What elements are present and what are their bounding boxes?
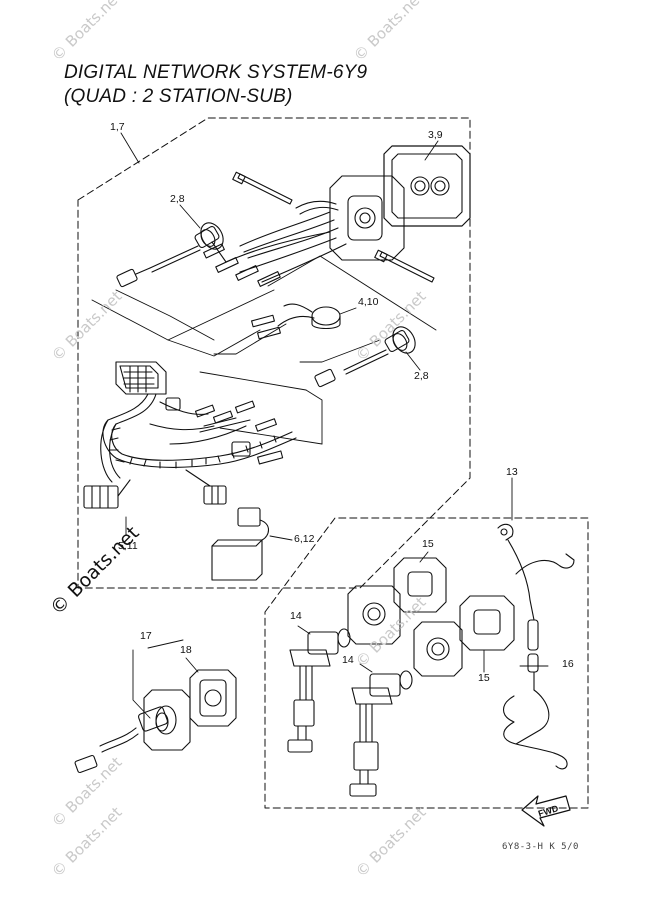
connector-2-8-upper xyxy=(116,222,224,288)
callout-15-lower: 15 xyxy=(478,672,490,684)
callout-4-10: 4,10 xyxy=(358,296,379,308)
module-6-12 xyxy=(211,507,270,581)
callout-13: 13 xyxy=(506,466,518,478)
callout-2-8-lower: 2,8 xyxy=(414,370,429,382)
sensor-4-10 xyxy=(251,303,341,340)
callout-17: 17 xyxy=(140,630,152,642)
switch-14-upper xyxy=(287,628,351,753)
callout-18: 18 xyxy=(180,644,192,656)
callout-14-lower: 14 xyxy=(342,654,354,666)
leader-lines xyxy=(120,132,549,719)
cable-ties xyxy=(232,171,435,283)
main-harness xyxy=(83,361,297,509)
callout-2-8-upper: 2,8 xyxy=(170,193,185,205)
lanyard-13-16 xyxy=(497,523,575,770)
connector-2-8-lower xyxy=(314,326,416,388)
harness-group-outline xyxy=(77,117,471,589)
callout-15-upper: 15 xyxy=(422,538,434,550)
diagram-title: DIGITAL NETWORK SYSTEM-6Y9 xyxy=(64,62,368,83)
callout-3-9: 3,9 xyxy=(428,129,443,141)
plate-15-lower xyxy=(459,595,515,651)
adapter-plates xyxy=(347,585,463,677)
plate-18 xyxy=(189,669,237,727)
panel-frame-3-9 xyxy=(383,145,471,227)
plate-15-upper xyxy=(393,557,447,613)
callout-6-12: 6,12 xyxy=(294,533,315,545)
junction-plate xyxy=(329,175,405,261)
diagram-code: 6Y8-3-H K 5/0 xyxy=(502,842,579,852)
callout-16: 16 xyxy=(562,658,574,670)
switch-17 xyxy=(74,689,191,774)
callout-14-upper: 14 xyxy=(290,610,302,622)
switch-14-lower xyxy=(349,670,413,797)
diagram-subtitle: (QUAD : 2 STATION-SUB) xyxy=(64,86,293,107)
fwd-arrow-icon xyxy=(521,795,571,827)
upper-harness xyxy=(203,200,347,287)
callout-1-7: 1,7 xyxy=(110,121,125,133)
remote-group-outline xyxy=(264,517,589,809)
callout-5-11: 5,11 xyxy=(118,540,138,552)
routing-lines xyxy=(91,255,437,445)
